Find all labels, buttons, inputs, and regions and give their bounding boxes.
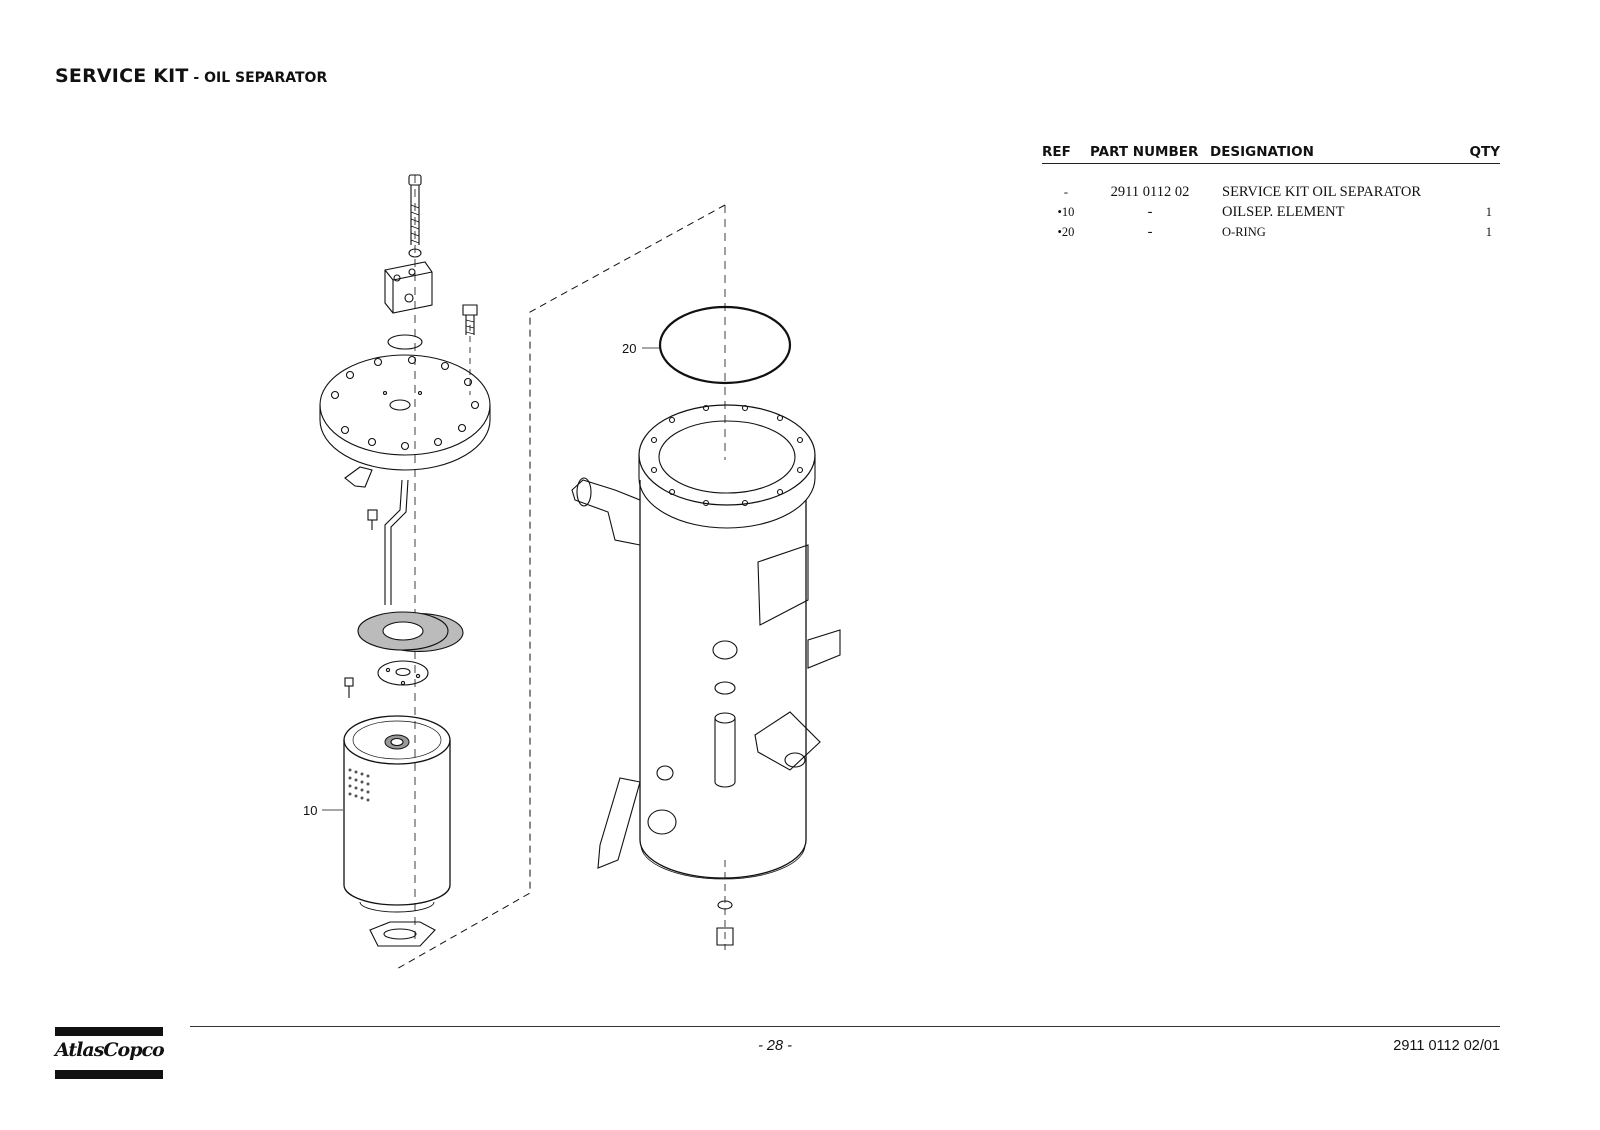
row-qty: 1 [1485,204,1492,219]
valve-block [384,261,433,314]
col-ref: REF [1042,141,1090,164]
parts-table: REF PART NUMBER DESIGNATION QTY - 2911 0… [1042,141,1500,242]
col-qty: QTY [1463,141,1500,164]
row-designation: OILSEP. ELEMENT [1222,203,1345,220]
bracket-clip [344,466,373,488]
cover-plate [319,354,491,471]
gasket-ring [357,611,464,653]
row-qty [1463,182,1500,202]
callout-20: 20 [622,341,636,356]
lower-bracket [369,921,436,947]
logo-wordmark: AtlasCopco [55,1039,165,1061]
col-part-number: PART NUMBER [1090,141,1210,164]
title-main: SERVICE KIT [55,65,189,87]
page-title: SERVICE KIT - OIL SEPARATOR [55,52,327,90]
side-bolt [462,304,478,335]
row-designation: SERVICE KIT OIL SEPARATOR [1222,183,1422,200]
table-row: - 2911 0112 02 SERVICE KIT OIL SEPARATOR [1042,182,1500,202]
logo-bar-top [55,1027,163,1036]
callout-10: 10 [303,803,317,818]
row-ref: - [1063,184,1069,199]
parts-table-header: REF PART NUMBER DESIGNATION QTY [1042,141,1500,164]
top-bolt [408,174,422,258]
row-designation: O-RING [1222,224,1266,239]
assembly-dashed-outline [394,204,726,971]
col-designation: DESIGNATION [1210,141,1464,164]
table-row: •20 - O-RING 1 [1042,222,1500,242]
dip-tube [384,479,409,605]
row-part-number: - [1147,203,1153,220]
separator-vessel [571,404,841,950]
brand-logo: AtlasCopco [55,1027,165,1079]
footer-divider [190,1026,1500,1027]
table-row: •10 - OILSEP. ELEMENT 1 [1042,202,1500,222]
oilsep-element [343,715,451,913]
small-flange [344,660,429,698]
row-ref: •20 [1057,224,1075,239]
title-sub: - OIL SEPARATOR [188,70,328,86]
row-part-number: - [1147,223,1153,240]
row-part-number: 2911 0112 02 [1110,183,1190,200]
exploded-parts-drawing: 20 10 [303,174,841,971]
row-qty: 1 [1485,224,1492,239]
logo-bar-bottom [55,1070,163,1079]
row-ref: •10 [1057,204,1075,219]
page-number: - 28 - [758,1038,792,1054]
document-number: 2911 0112 02/01 [1393,1038,1500,1054]
